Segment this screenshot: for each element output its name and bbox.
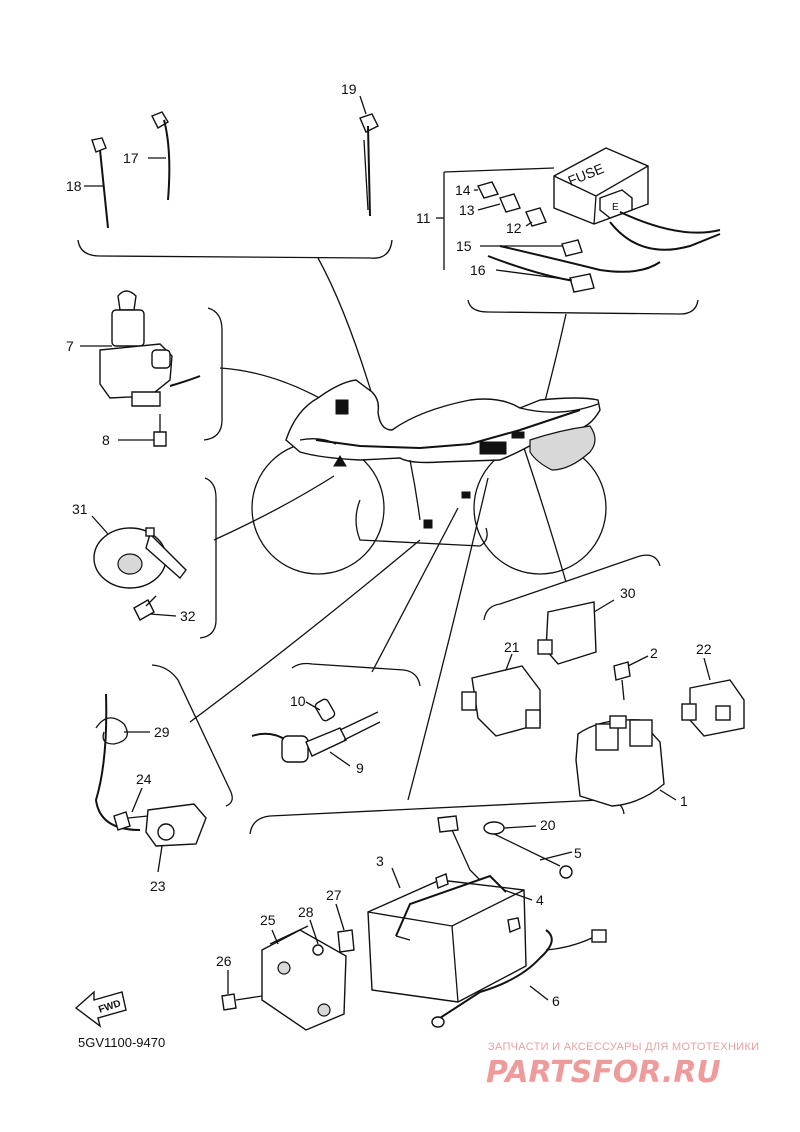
callout-12: 12 bbox=[506, 220, 522, 236]
relay-21 bbox=[461, 665, 541, 737]
sensor-9 bbox=[251, 711, 381, 763]
fuse-14 bbox=[476, 181, 500, 199]
connector-15 bbox=[561, 239, 583, 257]
motorcycle-outline bbox=[251, 379, 607, 575]
starter-relay-1 bbox=[575, 715, 665, 807]
bolt-32 bbox=[133, 595, 157, 621]
cable-5 bbox=[437, 815, 573, 881]
main-switch bbox=[99, 290, 201, 407]
fuse-13 bbox=[499, 193, 521, 213]
callout-26: 26 bbox=[216, 953, 232, 969]
front-wheel bbox=[251, 441, 385, 575]
callout-28: 28 bbox=[298, 904, 314, 920]
cable-tie-18 bbox=[91, 137, 109, 229]
fuse-box-mount bbox=[479, 441, 507, 455]
callout-27: 27 bbox=[326, 887, 342, 903]
callout-23: 23 bbox=[150, 878, 166, 894]
leader-lines bbox=[189, 257, 567, 801]
battery-band-4 bbox=[395, 874, 507, 941]
callout-5: 5 bbox=[574, 845, 582, 861]
diagram-code: 5GV1100-9470 bbox=[78, 1035, 165, 1050]
callout-24: 24 bbox=[136, 771, 152, 787]
callout-11: 11 bbox=[416, 210, 431, 226]
callout-6: 6 bbox=[552, 993, 560, 1009]
group-bracket-sensor bbox=[151, 664, 233, 807]
group-bracket-fuse bbox=[467, 299, 699, 315]
callout-32: 32 bbox=[180, 608, 196, 624]
callout-3: 3 bbox=[376, 853, 384, 869]
callout-13: 13 bbox=[459, 202, 475, 218]
callout-4: 4 bbox=[536, 892, 544, 908]
clip-29 bbox=[95, 717, 128, 745]
nut-27 bbox=[337, 929, 355, 953]
callout-leaders bbox=[80, 95, 711, 1001]
callout-20: 20 bbox=[540, 817, 556, 833]
horn bbox=[93, 527, 187, 589]
tail-cowl bbox=[529, 425, 596, 471]
fuse-box-assembly: FUSE E bbox=[436, 147, 721, 293]
callout-19: 19 bbox=[341, 81, 357, 97]
washer-28 bbox=[312, 944, 324, 956]
callout-10: 10 bbox=[290, 693, 306, 709]
relay-30 bbox=[537, 601, 597, 665]
bolt-24 bbox=[113, 811, 149, 831]
callout-17: 17 bbox=[123, 150, 139, 166]
callout-25: 25 bbox=[260, 912, 276, 928]
connector-16 bbox=[569, 273, 595, 293]
group-bracket-ties bbox=[77, 239, 393, 259]
callout-8: 8 bbox=[102, 432, 110, 448]
callout-9: 9 bbox=[356, 760, 364, 776]
callout-18: 18 bbox=[66, 178, 82, 194]
callout-22: 22 bbox=[696, 641, 712, 657]
bolt-26 bbox=[221, 993, 263, 1011]
clamp-20 bbox=[483, 821, 505, 835]
callout-2: 2 bbox=[650, 645, 658, 661]
callout-21: 21 bbox=[504, 639, 520, 655]
callout-7: 7 bbox=[66, 338, 74, 354]
sensor-23 bbox=[94, 693, 207, 847]
callout-16: 16 bbox=[470, 262, 486, 278]
cable-tie-19 bbox=[359, 113, 379, 217]
watermark: ЗАПЧАСТИ И АКСЕССУАРЫ ДЛЯ МОТОТЕХНИКИ PA… bbox=[486, 1041, 759, 1090]
group-bracket-fuel-parts bbox=[291, 662, 421, 687]
screw-8 bbox=[153, 414, 167, 447]
group-bracket-switch bbox=[203, 307, 223, 441]
callout-15: 15 bbox=[456, 238, 472, 254]
forward-arrow: FWD bbox=[74, 990, 127, 1028]
watermark-brand: PARTSFOR.RU bbox=[486, 1055, 721, 1090]
callout-1: 1 bbox=[680, 793, 688, 809]
fairing-body bbox=[285, 379, 601, 464]
callout-numbers: 19 17 18 14 13 12 11 15 16 7 8 31 32 10 … bbox=[66, 81, 712, 1009]
callout-31: 31 bbox=[72, 501, 88, 517]
cable-6 bbox=[431, 929, 607, 1028]
relay-22 bbox=[681, 679, 745, 737]
group-bracket-battery bbox=[249, 799, 625, 835]
callout-30: 30 bbox=[620, 585, 636, 601]
watermark-tagline: ЗАПЧАСТИ И АКСЕССУАРЫ ДЛЯ МОТОТЕХНИКИ bbox=[488, 1041, 759, 1053]
callout-14: 14 bbox=[455, 182, 471, 198]
cable-tie-17 bbox=[151, 111, 171, 201]
group-bracket-horn bbox=[199, 477, 217, 639]
screw-2 bbox=[613, 661, 631, 701]
damper-10 bbox=[314, 698, 336, 722]
rectifier-25 bbox=[261, 925, 347, 1031]
fuse-box bbox=[553, 147, 649, 225]
callout-29: 29 bbox=[154, 724, 170, 740]
svg-text:E: E bbox=[612, 202, 619, 213]
fuse-12 bbox=[525, 207, 547, 227]
group-bracket-relays bbox=[483, 554, 661, 621]
